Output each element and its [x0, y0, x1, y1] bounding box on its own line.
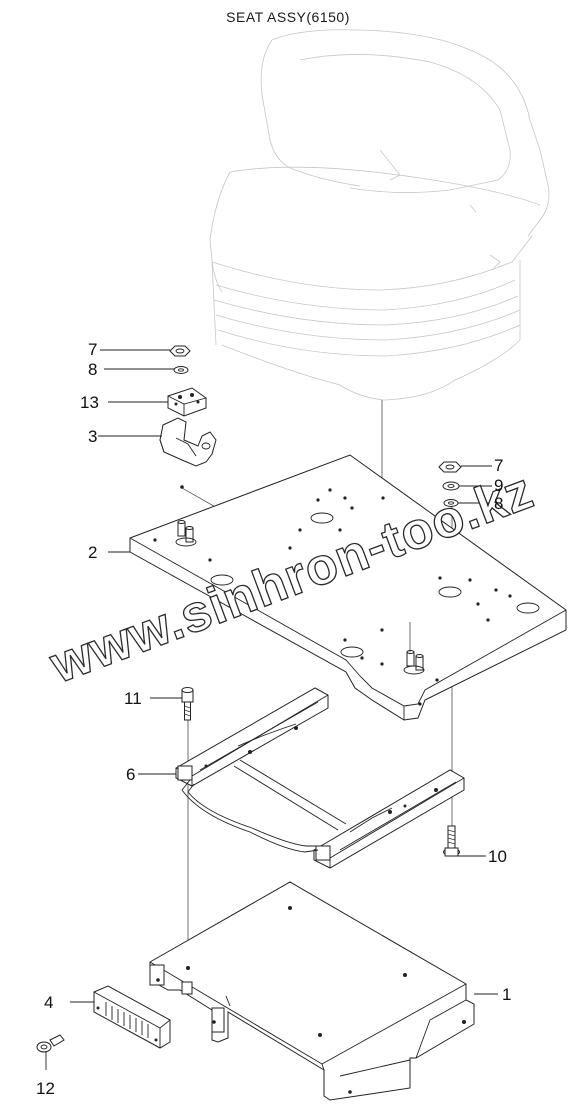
plate-studs-rear — [403, 622, 425, 675]
callout-1: 1 — [502, 985, 512, 1004]
screw-part-12 — [36, 1034, 65, 1070]
callout-13: 13 — [80, 393, 99, 412]
callout-7-right: 7 — [494, 456, 504, 475]
clamp-plate-part-13 — [108, 387, 207, 417]
callout-11: 11 — [124, 689, 142, 708]
callout-3: 3 — [88, 427, 98, 446]
nut-part-7-right — [438, 461, 492, 473]
slide-rails-part-6 — [138, 687, 465, 869]
washer-part-8-left — [104, 366, 189, 374]
callout-7-left: 7 — [88, 340, 98, 359]
callout-8-right: 8 — [494, 494, 504, 513]
callout-10: 10 — [488, 847, 507, 866]
plate-studs-front — [175, 520, 197, 547]
nut-part-7-left — [100, 345, 191, 357]
callout-12: 12 — [36, 1079, 55, 1098]
cover-plate-part-4 — [70, 985, 171, 1049]
base-bracket-part-1 — [149, 881, 498, 1101]
callout-4: 4 — [44, 993, 54, 1012]
callout-9: 9 — [494, 476, 504, 495]
callout-2: 2 — [88, 543, 98, 562]
bracket-part-3 — [98, 417, 217, 489]
bolt-part-10 — [443, 825, 486, 857]
mounting-plate-part-2 — [129, 454, 567, 721]
seat-phantom-outline — [209, 29, 550, 401]
callout-6: 6 — [126, 765, 136, 784]
callout-8-left: 8 — [88, 360, 98, 379]
washer-part-9-right — [442, 481, 492, 491]
washer-part-8-right — [443, 499, 492, 507]
plate-bolt-holes — [153, 488, 512, 706]
bolt-part-11 — [150, 687, 194, 721]
diagram-title: SEAT ASSY(6150) — [226, 9, 350, 25]
cover-plate-slots — [105, 1002, 149, 1038]
